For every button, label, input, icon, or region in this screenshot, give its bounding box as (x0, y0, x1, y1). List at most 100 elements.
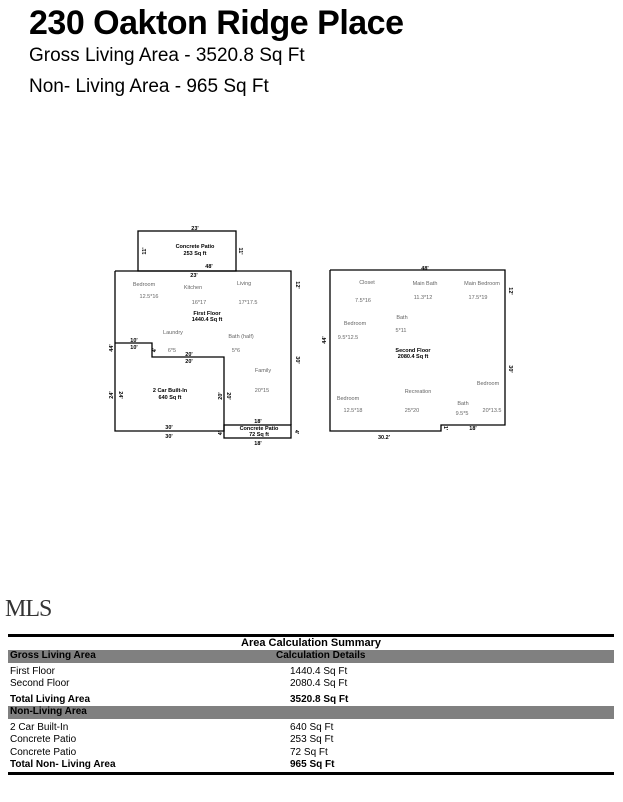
room-size: 25*20 (405, 408, 419, 414)
room-size: 5*6 (232, 348, 240, 354)
first-floor-outline (115, 270, 292, 425)
room-name: Main Bath (413, 281, 438, 287)
patio-bottom-outline (223, 424, 292, 439)
row-label: 2 Car Built-In (10, 721, 69, 733)
dimension: 23' (191, 226, 199, 232)
room-size: 12.5*18 (344, 408, 363, 414)
dimension: 4' (152, 347, 158, 352)
room-name: Bath (396, 315, 407, 321)
room-name: Family (255, 368, 271, 374)
dimension: 10' (130, 345, 138, 351)
dimension: 20' (185, 359, 193, 365)
room-size: 12.5*16 (140, 294, 159, 300)
dimension: 20' (225, 392, 231, 400)
mls-watermark-logo: MLS (5, 596, 52, 622)
table-row: First Floor 1440.4 Sq Ft (8, 666, 614, 679)
row-label: Total Living Area (10, 693, 91, 705)
gross-living-area: Gross Living Area - 3520.8 Sq Ft (29, 45, 305, 66)
room-name: Closet (359, 280, 375, 286)
room-name: Living (237, 281, 251, 287)
table-row: Second Floor 2080.4 Sq Ft (8, 678, 614, 691)
row-value: 640 Sq Ft (290, 721, 334, 733)
dimension: 30.2' (378, 435, 391, 441)
row-label: Concrete Patio (10, 746, 77, 758)
nla-header-row: Non-Living Area (8, 706, 614, 719)
row-label: Second Floor (10, 678, 70, 689)
dimension: 11' (142, 247, 148, 255)
room-size: 9.5*5 (456, 411, 469, 417)
second-floor-outline (329, 269, 506, 432)
dimension: 30' (165, 434, 173, 440)
room-name: Bedroom (477, 381, 500, 387)
room-size: 7.5*16 (355, 298, 371, 304)
summary-title: Area Calculation Summary (241, 637, 381, 649)
row-label: Concrete Patio (10, 734, 77, 745)
garage-area: 640 Sq ft (159, 395, 182, 401)
dimension: 12' (507, 287, 513, 295)
patio-bottom-area: 72 Sq ft (249, 432, 269, 438)
row-value: 3520.8 Sq Ft (290, 693, 349, 705)
room-name: Bedroom (344, 321, 367, 327)
garage-name: 2 Car Built-In (153, 388, 188, 394)
dimension: 18' (469, 426, 477, 432)
dimension: 18' (254, 441, 262, 447)
row-value: 2080.4 Sq Ft (290, 678, 348, 689)
row-value: 965 Sq Ft (290, 759, 335, 770)
dimension: 24' (109, 391, 115, 399)
patio-top-area: 253 Sq ft (184, 251, 207, 257)
room-size: 17*17.5 (239, 300, 258, 306)
room-name: Bath (half) (228, 334, 254, 340)
room-size: 20*15 (255, 388, 269, 394)
floor-plan-drawing: Concrete Patio 253 Sq ft First Floor 144… (109, 226, 513, 447)
row-label: First Floor (10, 665, 55, 677)
page-title: 230 Oakton Ridge Place (29, 4, 404, 42)
room-name: Main Bedroom (464, 281, 500, 287)
dimension: 10' (130, 338, 138, 344)
row-value: 253 Sq Ft (290, 734, 334, 745)
dimension: 1' (442, 426, 448, 431)
dimension: 20' (218, 392, 224, 400)
dimension: 20' (185, 352, 193, 358)
room-name: Bath (457, 401, 468, 407)
row-value: 1440.4 Sq Ft (290, 665, 348, 677)
nla-header: Non-Living Area (10, 706, 87, 717)
patio-top-name: Concrete Patio (176, 244, 215, 250)
dimension: 12' (294, 281, 300, 289)
dimension: 11' (237, 247, 243, 255)
dimension: 4' (293, 430, 299, 435)
room-size: 6*5 (168, 348, 176, 354)
total-living-row: Total Living Area 3520.8 Sq Ft (8, 694, 614, 707)
table-row: Concrete Patio 72 Sq Ft (8, 747, 614, 760)
second-floor-area: 2080.4 Sq ft (398, 354, 429, 360)
first-floor-name: First Floor (193, 311, 221, 317)
table-row: 2 Car Built-In 640 Sq Ft (8, 722, 614, 735)
dimension: 30' (507, 365, 513, 373)
room-size: 17.5*19 (469, 295, 488, 301)
dimension: 18' (254, 419, 262, 425)
dimension: 4' (218, 430, 224, 435)
row-value: 72 Sq Ft (290, 746, 328, 758)
patio-bottom-name: Concrete Patio (240, 426, 279, 432)
total-non-living-row: Total Non- Living Area 965 Sq Ft (8, 759, 614, 772)
dimension: 23' (190, 273, 198, 279)
room-size: 16*17 (192, 300, 206, 306)
room-size: 5*11 (396, 328, 407, 334)
room-size: 20*13.5 (483, 408, 502, 414)
row-label: Total Non- Living Area (10, 759, 116, 770)
garage-outline (114, 271, 225, 432)
room-name: Recreation (405, 389, 432, 395)
second-floor-name: Second Floor (395, 348, 431, 354)
details-header: Calculation Details (276, 650, 366, 661)
room-name: Bedroom (133, 282, 156, 288)
area-calculation-summary: Area Calculation Summary Gross Living Ar… (8, 634, 614, 775)
dimension: 44' (109, 344, 115, 352)
dimension: 30' (165, 425, 173, 431)
non-living-area: Non- Living Area - 965 Sq Ft (29, 76, 269, 97)
dimension: 30' (294, 356, 300, 364)
dimension: 24' (117, 391, 123, 399)
room-size: 9.5*12.5 (338, 335, 359, 341)
room-size: 11.3*12 (414, 295, 433, 301)
room-name: Kitchen (184, 285, 202, 291)
